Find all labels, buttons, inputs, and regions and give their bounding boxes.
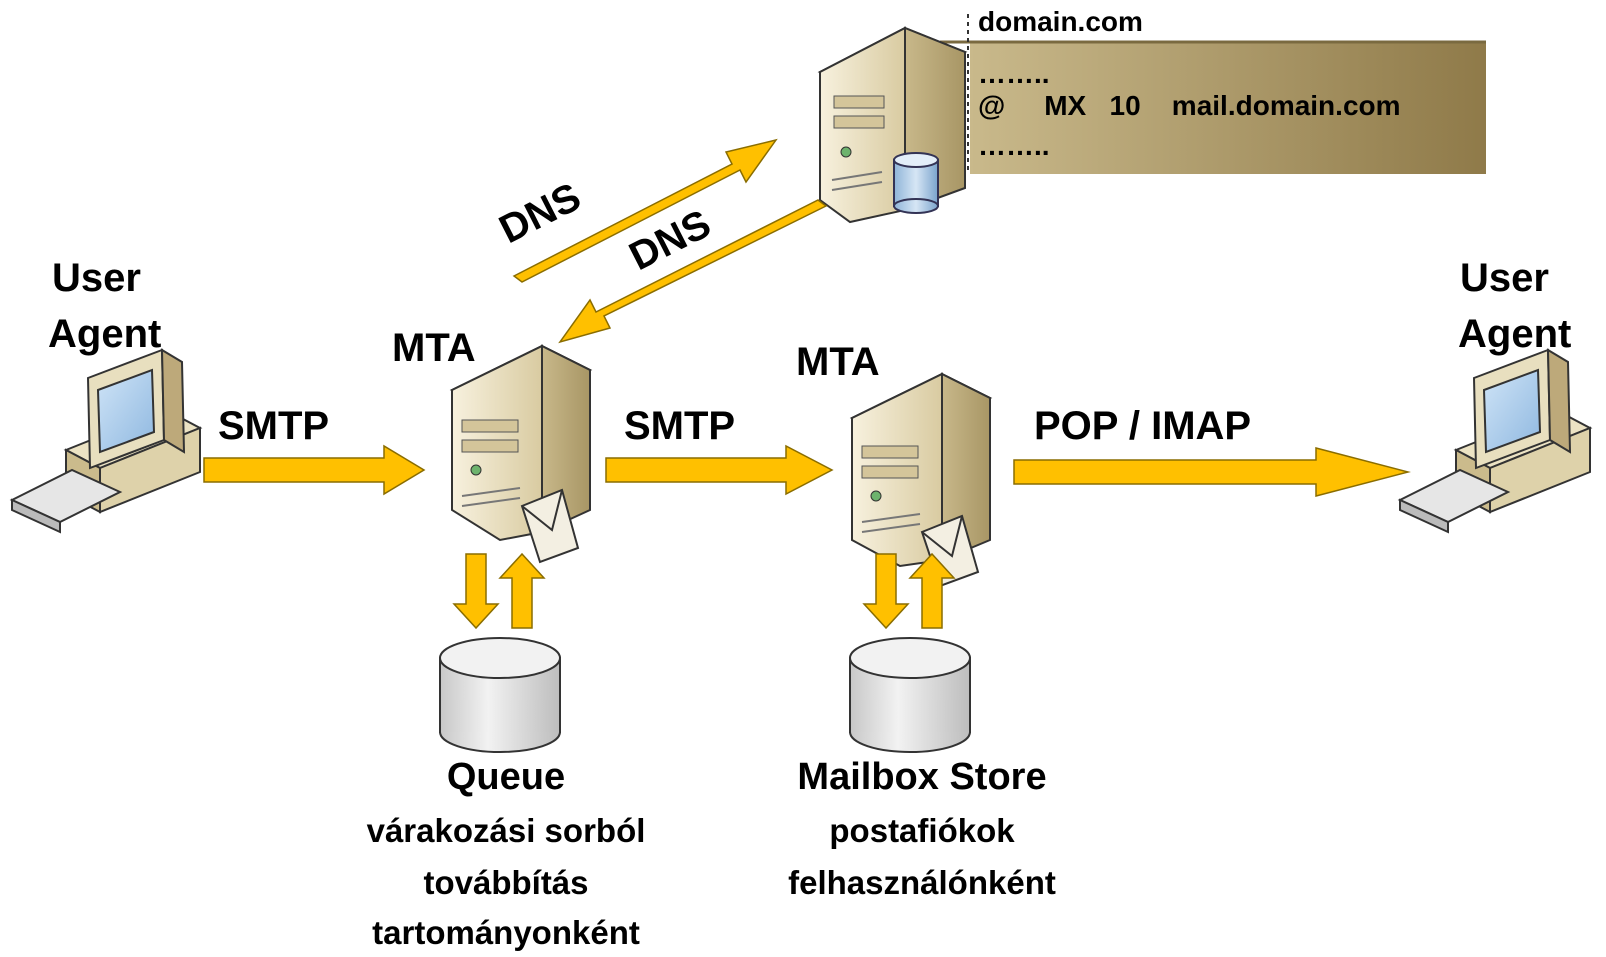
dns-dots-top: …….. <box>978 58 1050 89</box>
dns-query-label: DNS <box>492 175 587 253</box>
mailbox-desc-line1: postafiókok <box>829 812 1015 849</box>
pop-imap-label: POP / IMAP <box>1034 404 1252 448</box>
smtp-arrow-2 <box>605 444 834 496</box>
mta-right-label: MTA <box>796 340 880 384</box>
smtp-label-2: SMTP <box>624 404 736 448</box>
queue-database-icon <box>439 637 561 753</box>
dns-reply-arrow <box>558 199 828 344</box>
right-agent-label-line2: Agent <box>1458 312 1572 356</box>
mailbox-down-arrow <box>862 553 910 630</box>
right-agent-label-line1: User <box>1460 256 1549 300</box>
queue-title: Queue <box>446 756 566 798</box>
envelope-icon <box>520 488 580 564</box>
left-computer-icon <box>9 348 203 534</box>
left-agent-label-line2: Agent <box>48 312 162 356</box>
mailbox-title: Mailbox Store <box>797 756 1047 798</box>
dns-mx-record: @ MX 10 mail.domain.com <box>978 90 1401 121</box>
right-computer-icon <box>1397 348 1593 534</box>
dns-query-arrow <box>512 138 778 283</box>
mta-right-server-icon <box>849 372 993 588</box>
mailbox-database-icon <box>849 637 971 753</box>
smtp-label-1: SMTP <box>218 404 330 448</box>
queue-desc-line1: várakozási sorból <box>366 812 646 849</box>
dns-record-box <box>940 14 1486 174</box>
mailbox-up-arrow <box>908 552 956 629</box>
mta-left-label: MTA <box>392 326 476 370</box>
dns-dots-bottom: …….. <box>978 130 1050 161</box>
database-icon <box>893 152 939 214</box>
queue-down-arrow <box>452 553 500 630</box>
mailbox-desc-line2: felhasználónként <box>788 864 1056 901</box>
queue-desc-line3: tartományonként <box>372 914 640 951</box>
smtp-arrow-1 <box>203 444 426 496</box>
pop-imap-arrow <box>1013 447 1411 497</box>
dns-zone-name: domain.com <box>978 6 1143 37</box>
queue-up-arrow <box>498 552 546 629</box>
queue-desc-line2: továbbítás <box>423 864 589 901</box>
left-agent-label-line1: User <box>52 256 141 300</box>
dns-server-icon <box>817 26 968 224</box>
mta-left-server-icon <box>449 344 593 564</box>
